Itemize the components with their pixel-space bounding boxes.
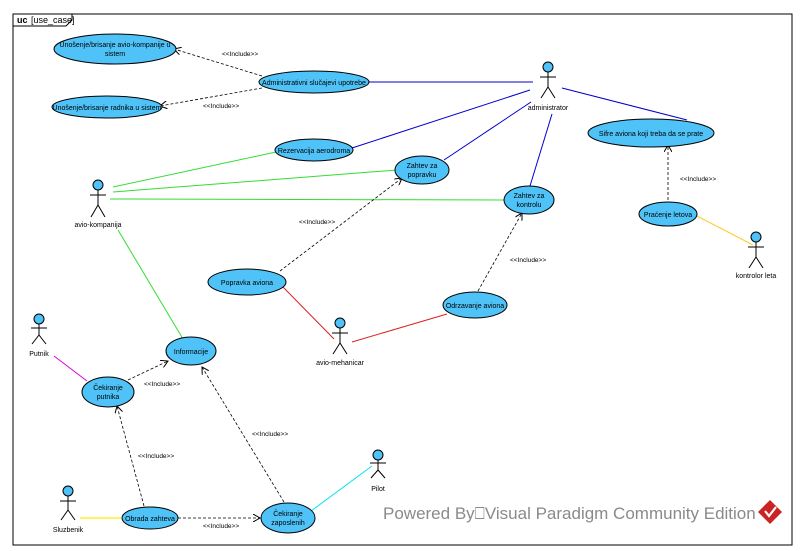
include-zaposlenih-informacije <box>202 367 285 503</box>
assoc-admin-popravku <box>443 101 532 161</box>
assoc-mehanicar-odrzavanje <box>351 313 448 343</box>
use-case-rezervacija[interactable]: Rezervacija aerodroma <box>274 138 354 162</box>
use-case-label: Administrativni slučajevi upotrebe <box>262 80 366 87</box>
actor-avio-kompanija[interactable]: avio-kompanija <box>74 179 122 229</box>
use-case-label: Rezervacija aerodroma <box>278 148 350 155</box>
actor-label: avio-mehanicar <box>316 360 365 367</box>
actor-label: Pilot <box>371 486 385 493</box>
assoc-avio-kontrolu <box>109 198 506 201</box>
assoc-mehanicar-popravka <box>282 286 335 340</box>
frame-name-label: [use_case] <box>31 15 75 25</box>
actor-putnik[interactable]: Putnik <box>29 313 49 358</box>
use-case-unos-radnika[interactable]: Unošenje/brisanje radnika u sistem <box>51 95 163 119</box>
assoc-kontrolor-pracenje <box>696 215 754 246</box>
use-case-popravka-aviona[interactable]: Popravka aviona <box>207 268 287 296</box>
assoc-admin-sifre <box>561 87 688 121</box>
visual-paradigm-logo-icon <box>758 500 782 524</box>
use-case-label: Obrada zahteva <box>125 516 175 523</box>
use-case-odrzavanje-aviona[interactable]: Odrzavanje aviona <box>442 291 508 319</box>
use-case-label: Čekiranje <box>273 509 303 518</box>
include-label: <<Include>> <box>510 257 546 264</box>
use-case-label: sistem <box>105 51 125 58</box>
use-case-label: putnika <box>97 394 120 401</box>
use-case-label: Zahtev za <box>407 163 438 170</box>
actors: administrator avio-kompanija kontrolor l… <box>29 61 777 534</box>
actor-icon <box>750 231 762 243</box>
actor-icon <box>62 485 74 497</box>
include-label: <<Include>> <box>299 219 335 226</box>
use-case-cekiranje-putnika[interactable]: Čekiranje putnika <box>81 376 135 408</box>
assoc-pilot-cekiranje <box>310 465 373 512</box>
actor-kontrolor-leta[interactable]: kontrolor leta <box>736 231 777 280</box>
actor-administrator[interactable]: administrator <box>528 61 569 112</box>
include-cekiranje-informacije <box>127 361 168 381</box>
use-case-zahtev-kontrolu[interactable]: Zahtev za kontrolu <box>503 185 555 215</box>
actor-label: avio-kompanija <box>74 222 121 229</box>
watermark: Powered By⎕Visual Paradigm Community Edi… <box>383 500 782 524</box>
use-case-label: zaposlenih <box>271 520 305 527</box>
actor-icon <box>372 449 384 461</box>
include-label: <<Include>> <box>203 103 239 110</box>
diagram-frame: uc [use_case] <box>12 13 793 546</box>
use-case-label: Sifre aviona koji treba da se prate <box>599 131 703 138</box>
use-case-label: Čekiranje <box>93 383 123 392</box>
use-case-label: Odrzavanje aviona <box>446 303 504 310</box>
actor-sluzbenik[interactable]: Sluzbenik <box>53 485 84 534</box>
use-case-label: popravku <box>408 172 437 179</box>
include-admin-unos-avio <box>174 49 263 77</box>
use-case-label: Unošenje/brisanje radnika u sistem <box>53 105 162 112</box>
actor-pilot[interactable]: Pilot <box>370 449 386 493</box>
include-label: <<Include>> <box>138 453 174 460</box>
include-label: <<Include>> <box>680 176 716 183</box>
include-dependencies <box>117 49 668 518</box>
assoc-avio-rezervacija <box>112 151 277 188</box>
include-label: <<Include>> <box>144 381 180 388</box>
actor-icon <box>542 61 554 73</box>
assoc-avio-informacije <box>117 229 184 340</box>
use-case-label: Praćenje letova <box>644 212 692 219</box>
include-odrzavanje-zahtev <box>477 213 522 292</box>
assoc-admin-kontrolu <box>529 113 553 187</box>
include-popravka-zahtev <box>279 178 402 272</box>
frame-kind-label: uc <box>17 15 28 25</box>
actor-label: Putnik <box>29 351 49 358</box>
actor-label: Sluzbenik <box>53 527 84 534</box>
include-obrada-cekiranje <box>117 406 145 507</box>
use-case-label: Zahtev za <box>514 193 545 200</box>
use-case-label: Unošenje/brisanje avio-kompanije u <box>60 42 171 49</box>
actor-icon <box>334 317 346 329</box>
use-case-label: Popravka aviona <box>221 280 273 287</box>
actor-label: administrator <box>528 105 569 112</box>
associations <box>53 81 754 519</box>
actor-icon <box>33 313 45 325</box>
watermark-text: Powered By⎕Visual Paradigm Community Edi… <box>383 504 756 523</box>
use-case-obrada-zahteva[interactable]: Obrada zahteva <box>121 506 179 530</box>
include-label: <<Include>> <box>203 523 239 530</box>
use-case-cekiranje-zaposlenih[interactable]: Čekiranje zaposlenih <box>260 502 316 534</box>
use-case-pracenje-letova[interactable]: Praćenje letova <box>638 201 698 227</box>
actor-icon <box>92 179 104 191</box>
actor-avio-mehanicar[interactable]: avio-mehanicar <box>316 317 365 367</box>
assoc-putnik-cekiranje <box>53 355 88 382</box>
include-labels: <<Include>> <<Include>> <<Include>> <<In… <box>138 51 716 530</box>
include-label: <<Include>> <box>252 431 288 438</box>
use-case-zahtev-popravku[interactable]: Zahtev za popravku <box>394 155 450 185</box>
actor-label: kontrolor leta <box>736 273 777 280</box>
use-case-sifre-aviona[interactable]: Sifre aviona koji treba da se prate <box>587 118 715 148</box>
use-case-unos-avio[interactable]: Unošenje/brisanje avio-kompanije u siste… <box>53 33 177 65</box>
include-admin-unos-radnika <box>160 87 263 106</box>
assoc-admin-rezervacija <box>351 89 531 149</box>
use-case-label: kontrolu <box>517 202 542 209</box>
use-cases: Unošenje/brisanje avio-kompanije u siste… <box>51 33 715 534</box>
use-case-informacije[interactable]: Informacije <box>165 336 217 366</box>
use-case-admin-slucajevi[interactable]: Administrativni slučajevi upotrebe <box>258 70 370 94</box>
include-label: <<Include>> <box>222 51 258 58</box>
use-case-label: Informacije <box>174 349 208 356</box>
assoc-avio-popravku <box>112 169 398 193</box>
